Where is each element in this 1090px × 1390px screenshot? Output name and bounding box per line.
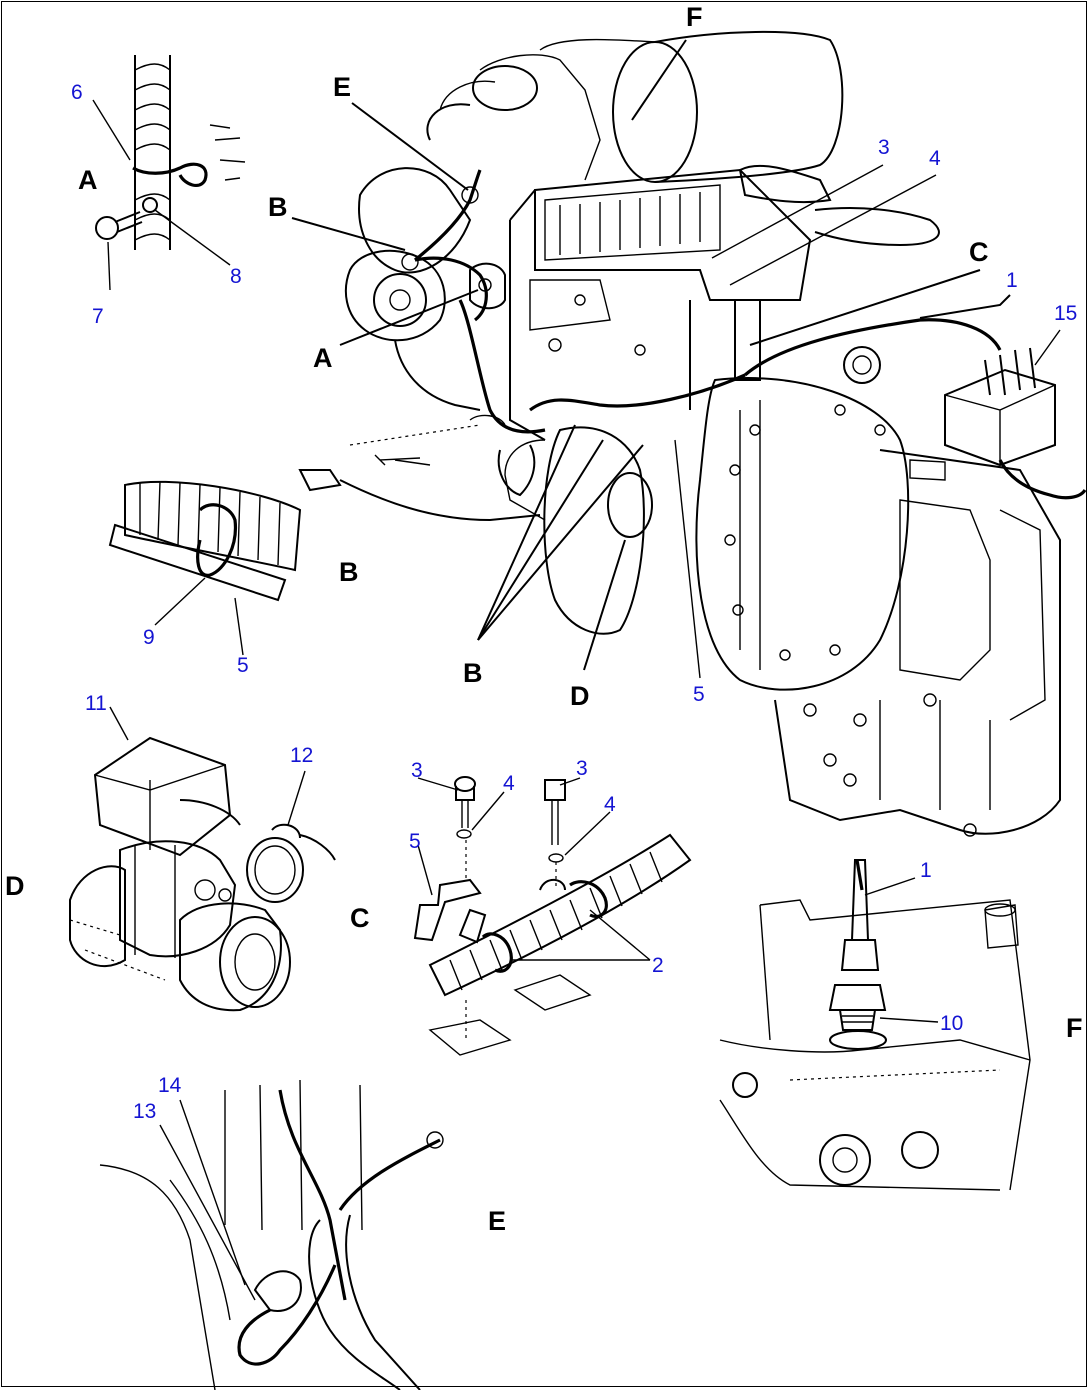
detail-c-label: C bbox=[350, 903, 370, 933]
callout-4: 4 bbox=[929, 147, 941, 170]
callout-3-detail-c: 3 bbox=[411, 759, 423, 782]
callout-2: 2 bbox=[652, 954, 664, 977]
detail-b-label: B bbox=[339, 557, 359, 587]
callout-13: 13 bbox=[133, 1100, 157, 1123]
leader-lines bbox=[291, 39, 1061, 679]
view-letter-b-lower-arrow: B bbox=[463, 658, 483, 688]
callout-5-main: 5 bbox=[693, 683, 705, 706]
view-letter-b-arrow: B bbox=[268, 192, 288, 222]
detail-e-label: E bbox=[488, 1206, 507, 1236]
callout-1-detail-f: 1 bbox=[920, 859, 932, 882]
view-letter-a-arrow: A bbox=[313, 343, 333, 373]
view-letter-e-arrow: E bbox=[333, 72, 352, 102]
callout-4-detail-c-right: 4 bbox=[604, 793, 616, 816]
callout-11: 11 bbox=[85, 692, 107, 715]
engine-assembly bbox=[298, 30, 1087, 837]
callout-12: 12 bbox=[290, 744, 314, 767]
callout-5-detail-c: 5 bbox=[409, 830, 421, 853]
callout-5-detail-b: 5 bbox=[237, 654, 249, 677]
detail-d-label: D bbox=[5, 871, 25, 901]
detail-d bbox=[69, 706, 336, 1012]
view-letter-d-arrow: D bbox=[570, 681, 590, 711]
detail-f bbox=[719, 859, 1031, 1191]
callout-3: 3 bbox=[878, 136, 890, 159]
callout-1: 1 bbox=[1006, 269, 1018, 292]
view-letter-c-arrow: C bbox=[969, 237, 989, 267]
detail-e bbox=[99, 1079, 444, 1390]
callout-6: 6 bbox=[71, 81, 83, 104]
callout-8: 8 bbox=[230, 265, 242, 288]
callout-3-detail-c-right: 3 bbox=[576, 757, 588, 780]
callout-9: 9 bbox=[143, 626, 155, 649]
detail-a-label: A bbox=[78, 165, 98, 195]
callout-7: 7 bbox=[92, 305, 104, 328]
callout-15: 15 bbox=[1054, 302, 1078, 325]
detail-b bbox=[108, 480, 302, 656]
callout-14: 14 bbox=[158, 1074, 182, 1097]
callout-4-detail-c: 4 bbox=[503, 772, 515, 795]
callout-10: 10 bbox=[940, 1012, 964, 1035]
detail-f-label: F bbox=[1066, 1013, 1083, 1043]
detail-c bbox=[413, 776, 692, 1056]
detail-a bbox=[92, 55, 246, 291]
view-letter-f-arrow: F bbox=[686, 2, 703, 32]
